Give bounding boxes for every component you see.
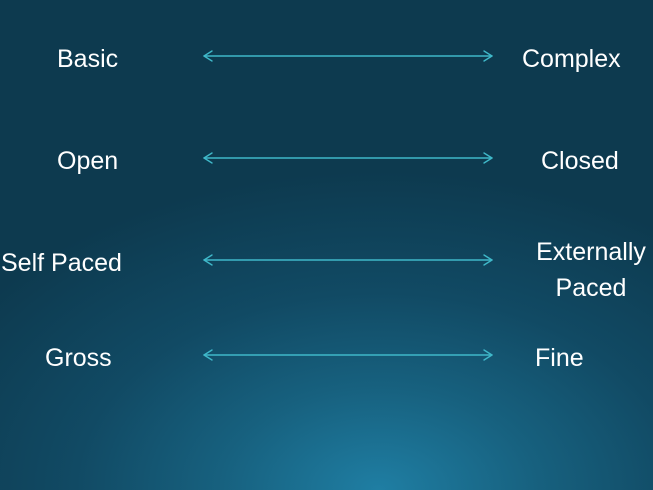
double-arrow-3	[200, 253, 496, 267]
double-arrow-4	[200, 348, 496, 362]
double-arrow-2	[200, 151, 496, 165]
left-label-basic: Basic	[57, 45, 119, 73]
right-label-externally-paced: Externally Paced	[536, 238, 646, 302]
left-label-open: Open	[57, 147, 119, 175]
right-label-fine: Fine	[535, 344, 584, 372]
double-arrow-1	[200, 49, 496, 63]
right-label-complex: Complex	[522, 45, 621, 73]
left-label-self-paced: Self Paced	[1, 249, 122, 277]
left-label-gross: Gross	[45, 344, 112, 372]
right-label-closed: Closed	[541, 147, 619, 175]
